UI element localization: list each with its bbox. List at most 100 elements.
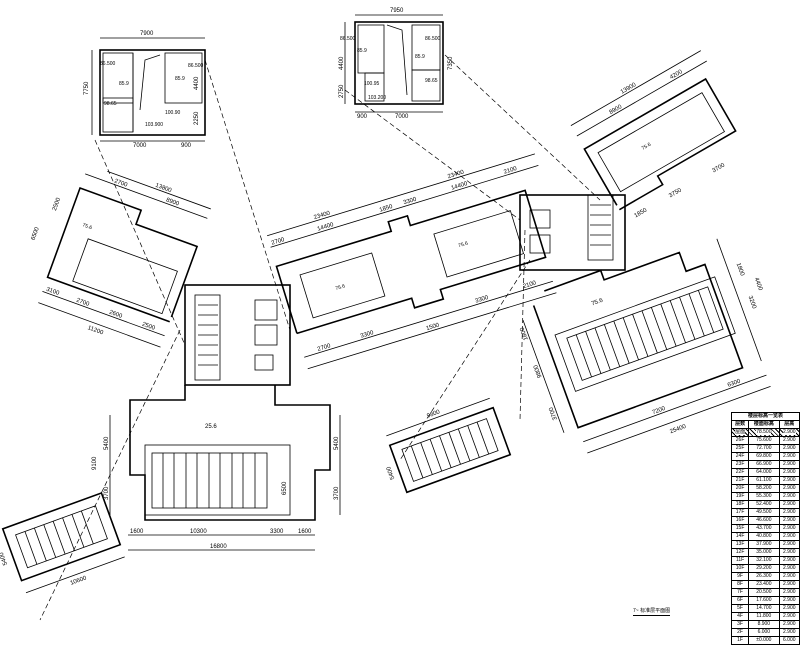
level-mark: 25.6	[205, 424, 217, 430]
height-value: 2.900	[783, 429, 796, 435]
elevation-value: 8.900	[748, 620, 780, 629]
dim-label: 8900	[165, 197, 180, 207]
height-value: 2.900	[778, 436, 800, 445]
level-mark: 85.9	[119, 81, 129, 87]
dim-label: 4400	[339, 56, 345, 70]
dim-label: 1850	[379, 204, 394, 214]
dim-label: 3100	[45, 287, 60, 297]
height-value: 2.900	[778, 612, 800, 621]
dim-label: 6500	[282, 481, 288, 495]
height-value: 2.900	[778, 452, 800, 461]
left-wing: 13800 8900 2700 2500 6500 3100 2700 2600…	[31, 170, 211, 348]
dim-label: 2500	[52, 196, 62, 211]
dim-label: 5400	[386, 465, 396, 480]
dim-label: 14400	[451, 181, 469, 192]
dim-label: 1600	[130, 529, 144, 535]
pool-detail-left: 10600 5400	[0, 491, 125, 594]
floor-label: 26F	[730, 436, 750, 445]
level-mark: 103.900	[145, 122, 163, 128]
elevation-value: 17.600	[748, 596, 780, 605]
floor-label: 21F	[730, 476, 750, 485]
dim-label: 13800	[154, 183, 172, 195]
dim-label: 9100	[92, 456, 98, 470]
elevation-value: 69.800	[748, 452, 780, 461]
elevation-value: 29.200	[748, 564, 780, 573]
level-mark: 86.500	[188, 63, 204, 69]
dim-label: 3700	[334, 486, 340, 500]
dim-label: 7000	[395, 114, 409, 120]
dim-label: 4200	[669, 69, 684, 81]
floor-label: 2F	[730, 628, 750, 637]
level-mark: 75.6	[81, 222, 92, 231]
height-value: 2.900	[778, 492, 800, 501]
dim-label: 2700	[75, 298, 90, 308]
elevation-value: ±0.000	[748, 636, 780, 645]
height-value: 2.900	[778, 460, 800, 469]
floor-label: 20F	[730, 484, 750, 493]
dim-label: 2700	[271, 237, 286, 247]
floor-label: 10F	[730, 564, 750, 573]
pool-detail-middle: 9800 5400	[386, 397, 512, 494]
elevation-value: 37.900	[748, 540, 780, 549]
floor-label: 14F	[730, 532, 750, 541]
height-value: 2.900	[778, 516, 800, 525]
height-value: 2.900	[778, 556, 800, 565]
elevation-value: 78.500	[756, 429, 772, 435]
floor-label: 18F	[730, 500, 750, 509]
dim-label: 10300	[190, 529, 207, 535]
dim-label: 16800	[210, 544, 227, 550]
inset-detail-right: 7950 4400 2750 900 7000 7350 86.500 86.5…	[339, 8, 454, 120]
dim-label: 3700	[548, 406, 558, 421]
dim-label: 900	[357, 114, 368, 120]
dim-label: 3750	[668, 187, 683, 199]
right-stair-core	[519, 194, 626, 271]
pool-lanes	[162, 453, 256, 508]
level-mark: 85.9	[415, 54, 425, 60]
elevation-value: 23.400	[748, 580, 780, 589]
dim-label: 7000	[133, 143, 147, 149]
height-value: 2.900	[778, 444, 800, 453]
pool-lanes	[575, 290, 715, 378]
elevation-value: 55.300	[748, 492, 780, 501]
elevation-value: 11.800	[748, 612, 780, 621]
column-header: 楼面标高	[748, 420, 780, 429]
dim-label: 7750	[84, 81, 90, 95]
dim-label: 9800	[426, 409, 441, 419]
floor-label: 5F	[730, 604, 750, 613]
bottom-wing: 25.6 16800 10300 3300 1600 1600 5400 910…	[92, 385, 341, 551]
level-mark: 86.500	[100, 61, 116, 67]
height-cell: 2.900	[778, 428, 800, 437]
height-value: 2.900	[778, 596, 800, 605]
height-value: 2.900	[778, 524, 800, 533]
floor-label: 12F	[730, 548, 750, 557]
dim-label: 2100	[522, 280, 537, 290]
height-value: 2.900	[778, 588, 800, 597]
right-upper-wing: 13900 8900 4200 1850 3750 3700 75.6	[570, 50, 737, 219]
elevation-value: 61.100	[748, 476, 780, 485]
dim-label: 8900	[609, 104, 624, 116]
table-title: 楼层标高一览表	[731, 412, 800, 421]
floor-label: 6F	[730, 596, 750, 605]
dim-label: 3700	[104, 486, 110, 500]
dim-label: 3300	[270, 529, 284, 535]
dim-label: 2500	[141, 322, 156, 332]
elevation-value: 40.800	[748, 532, 780, 541]
column-header: 层数	[730, 420, 750, 429]
floor-label: 23F	[730, 460, 750, 469]
level-mark: 75.6	[641, 142, 653, 152]
height-value: 2.900	[778, 580, 800, 589]
